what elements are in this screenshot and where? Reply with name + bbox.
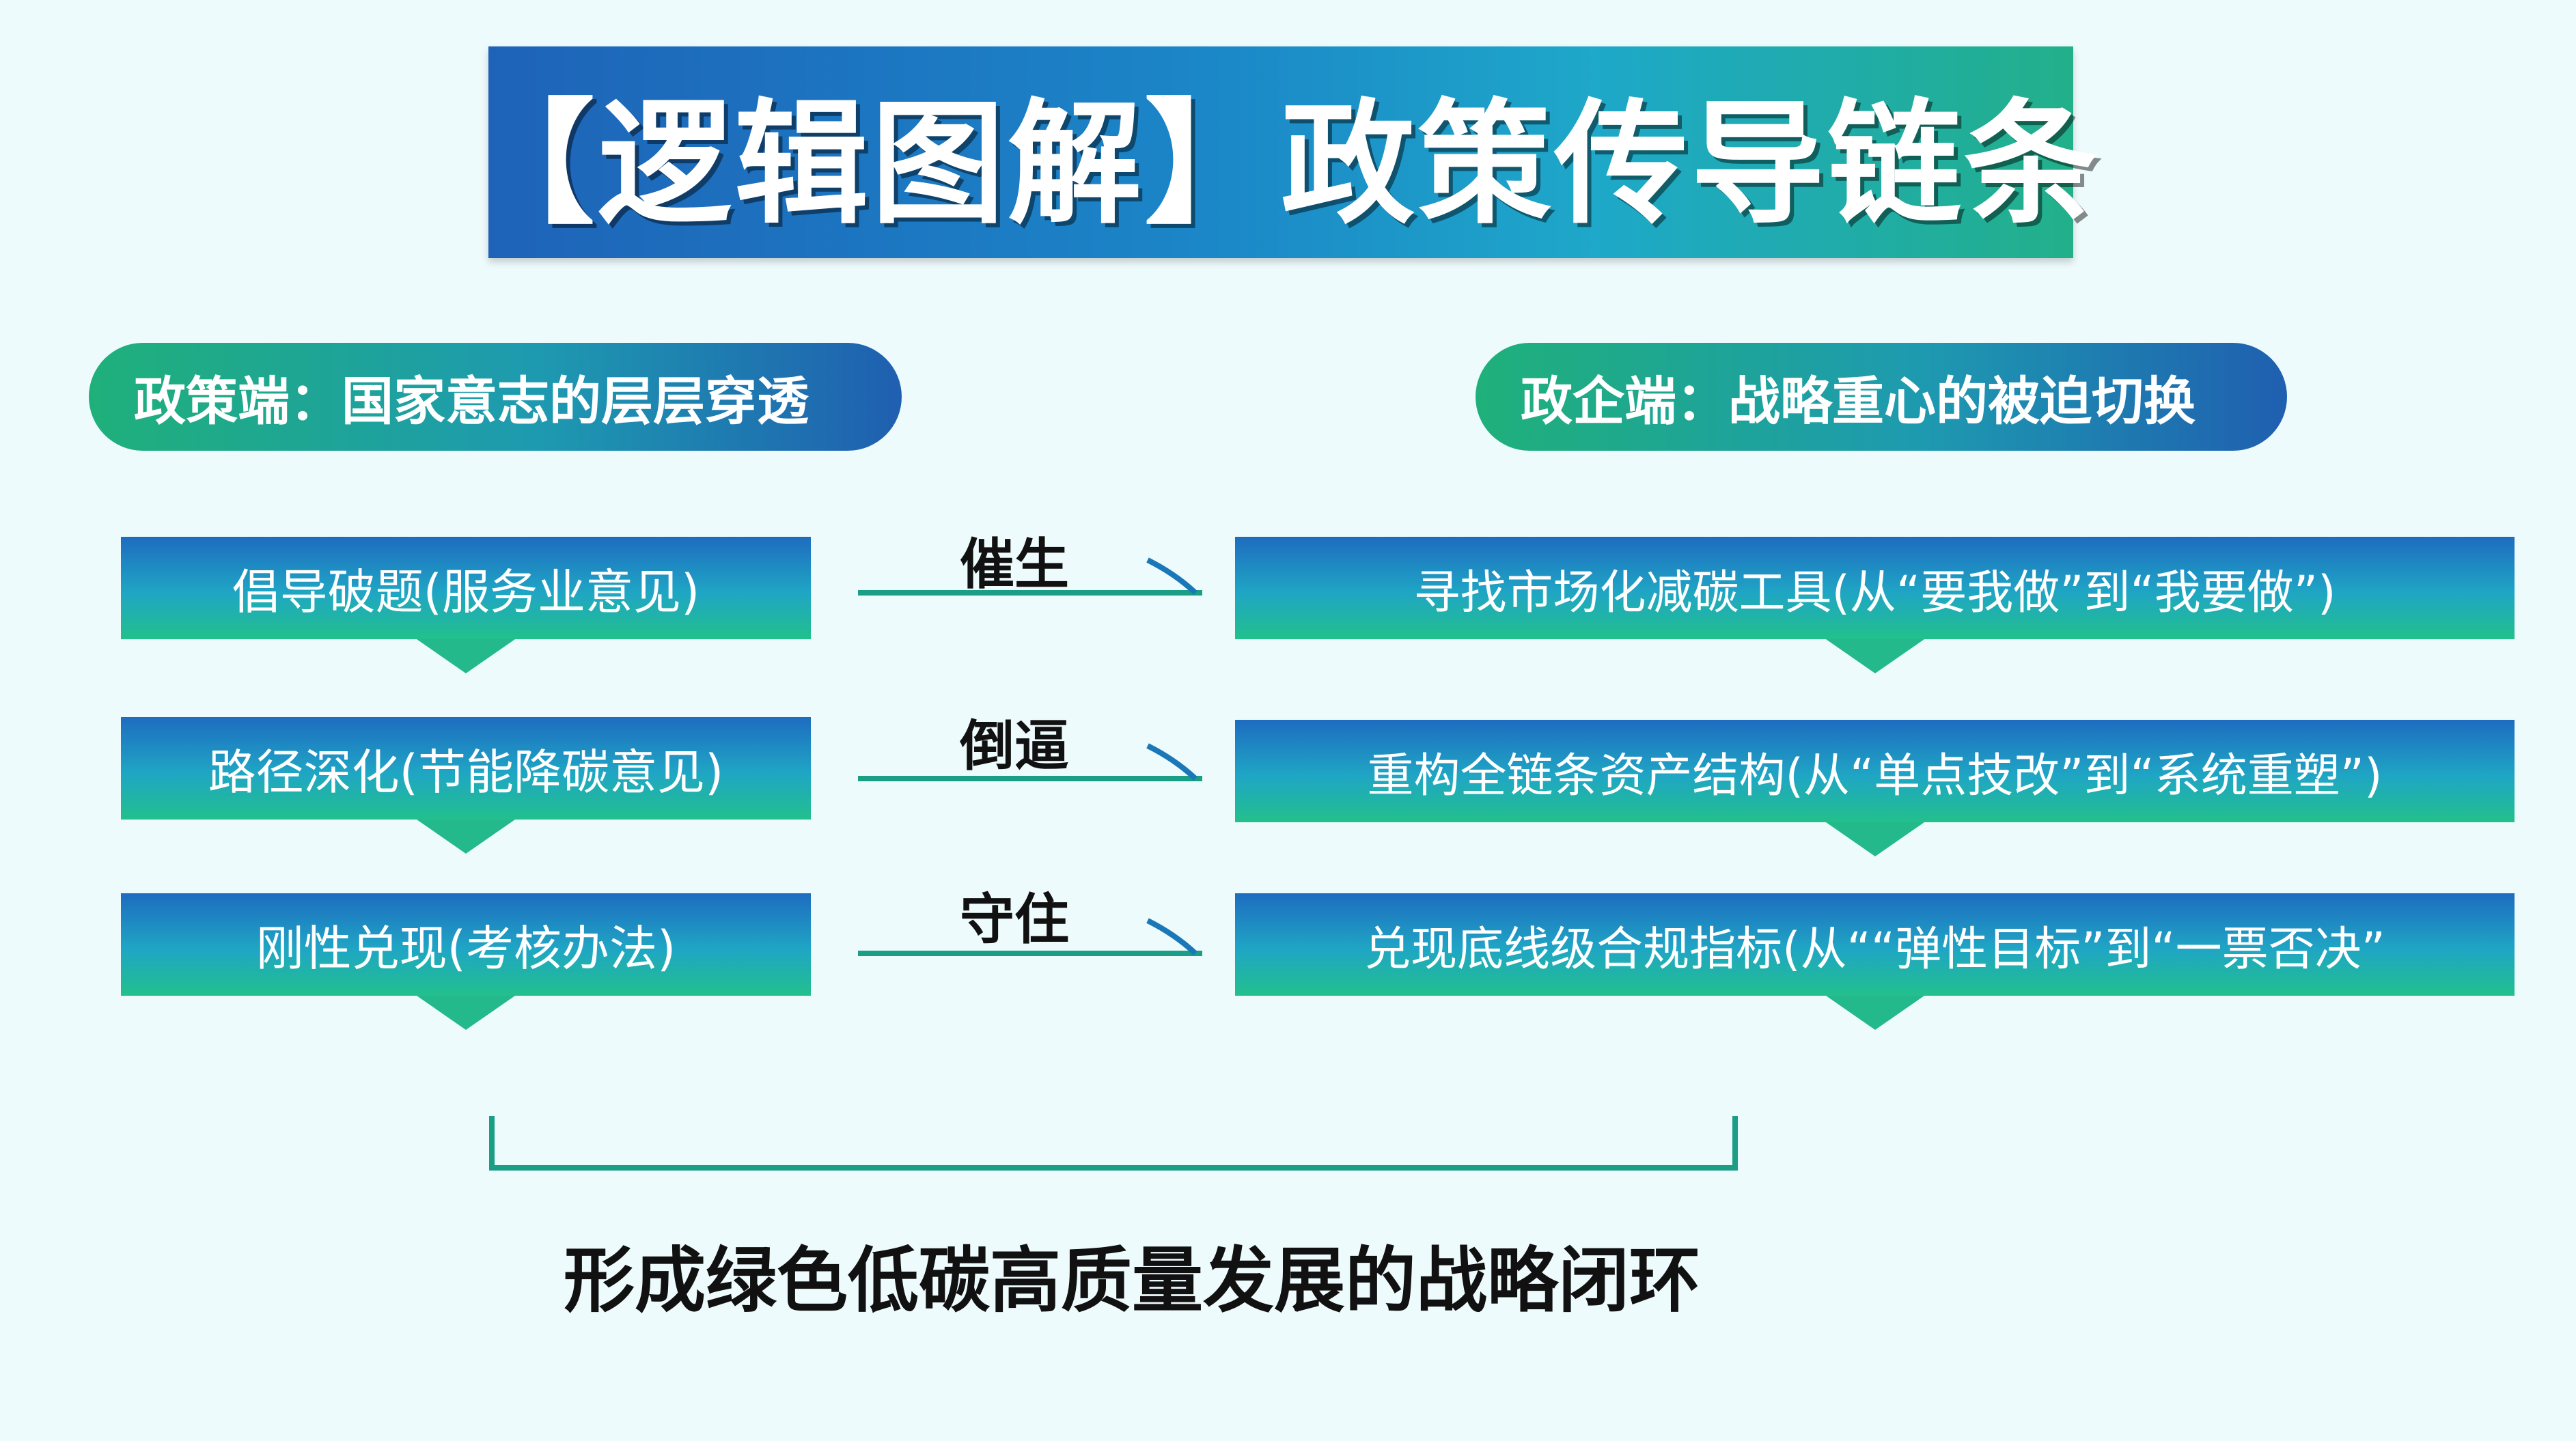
policy-step-box: 刚性兑现(考核办法) (121, 893, 811, 1030)
closing-bracket (489, 1116, 1738, 1171)
policy-step-label: 路径深化(节能降碳意见) (208, 744, 724, 800)
bottom-caption: 形成绿色低碳高质量发展的战略闭环 (564, 1239, 1701, 1322)
policy-step-box: 倡导破题(服务业意见) (121, 537, 811, 673)
policy-side-header-label: 政策端：国家意志的层层穿透 (134, 371, 809, 432)
policy-step-label: 刚性兑现(考核办法) (255, 920, 676, 977)
enterprise-step-box: 兑现底线级合规指标(从““弹性目标”到“一票否决” (1235, 893, 2515, 1030)
right-arrow-icon (858, 743, 1202, 781)
down-pointer-icon (1825, 996, 1924, 1030)
enterprise-step-box: 重构全链条资产结构(从“单点技改”到“系统重塑”) (1235, 720, 2515, 856)
down-pointer-icon (1825, 639, 1924, 673)
connector-label: 倒逼 (960, 714, 1069, 778)
down-pointer-icon (417, 639, 515, 673)
down-pointer-icon (417, 820, 515, 854)
connector-label: 守住 (960, 888, 1069, 951)
policy-side-header: 政策端：国家意志的层层穿透 (89, 343, 902, 451)
enterprise-step-label: 寻找市场化减碳工具(从“要我做”到“我要做”) (1413, 565, 2336, 620)
policy-step-label: 倡导破题(服务业意见) (232, 563, 700, 620)
enterprise-step-label: 兑现底线级合规指标(从““弹性目标”到“一票否决” (1364, 922, 2385, 977)
policy-step-box: 路径深化(节能降碳意见) (121, 717, 811, 854)
enterprise-side-header-label: 政企端：战略重心的被迫切换 (1521, 371, 2196, 432)
enterprise-step-label: 重构全链条资产结构(从“单点技改”到“系统重塑”) (1367, 749, 2383, 803)
right-arrow-icon (858, 557, 1202, 596)
enterprise-side-header: 政企端：战略重心的被迫切换 (1476, 343, 2287, 451)
right-arrow-icon (858, 918, 1202, 956)
down-pointer-icon (417, 996, 515, 1030)
enterprise-step-box: 寻找市场化减碳工具(从“要我做”到“我要做”) (1235, 537, 2515, 673)
down-pointer-icon (1825, 822, 1924, 856)
title-banner: 【逻辑图解】政策传导链条 (461, 46, 2098, 258)
page-title: 【逻辑图解】政策传导链条 (461, 86, 2101, 242)
connector-label: 催生 (960, 533, 1069, 596)
